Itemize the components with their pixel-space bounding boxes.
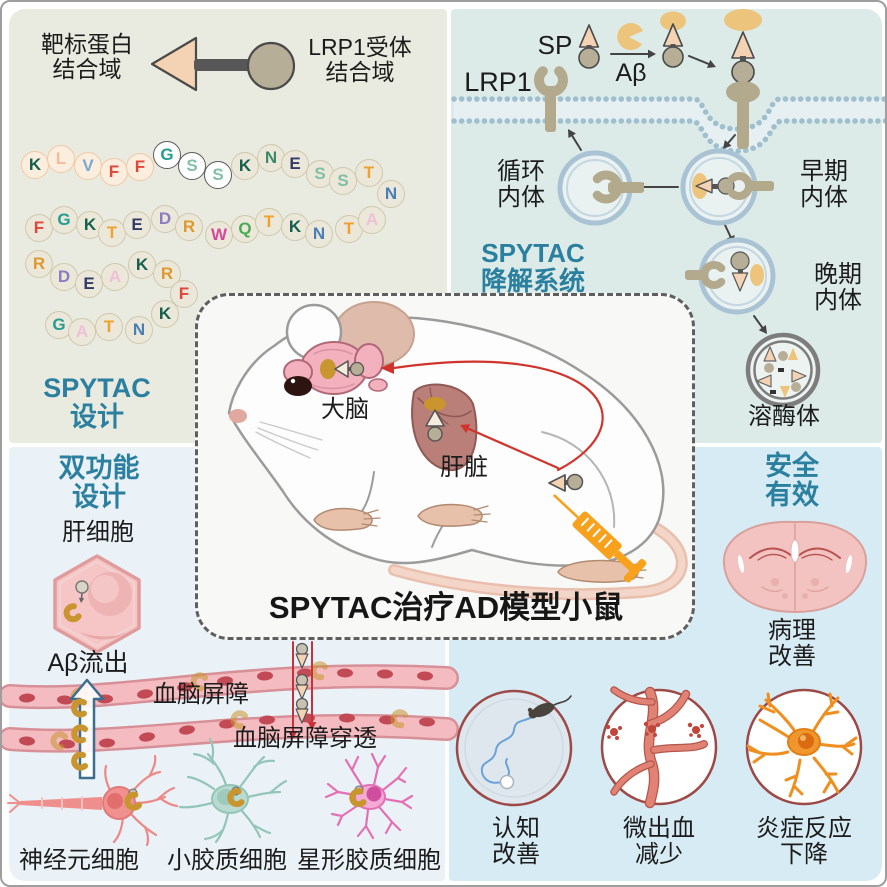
abeta-label: Aβ bbox=[615, 59, 647, 87]
peptide-bead-T: T bbox=[98, 219, 126, 247]
peptide-bead-F: F bbox=[25, 214, 53, 242]
peptide-bead-K: K bbox=[21, 151, 49, 179]
peptide-bead-G: G bbox=[153, 141, 181, 169]
peptide-bead-Q: Q bbox=[231, 215, 259, 243]
lrp1-receptor-label: LRP1 bbox=[464, 67, 532, 97]
early-endosome-label: 早期 内体 bbox=[800, 158, 848, 212]
microglia-label: 小胶质细胞 bbox=[167, 847, 287, 874]
peptide-bead-K: K bbox=[128, 251, 156, 279]
abeta-efflux-label: Aβ流出 bbox=[47, 649, 129, 677]
peptide-bead-S: S bbox=[178, 152, 206, 180]
recycling-endosome-label: 循环 内体 bbox=[497, 158, 545, 212]
peptide-bead-A: A bbox=[101, 263, 129, 291]
liver-label: 肝脏 bbox=[440, 454, 488, 481]
pathology-improvement-label: 病理 改善 bbox=[768, 617, 816, 671]
peptide-bead-W: W bbox=[205, 221, 233, 249]
peptide-bead-E: E bbox=[75, 270, 103, 298]
heading-dual-function: 双功能 设计 bbox=[58, 453, 140, 513]
peptide-bead-R: R bbox=[25, 250, 53, 278]
astrocyte-label: 星形胶质细胞 bbox=[297, 847, 441, 874]
peptide-bead-T: T bbox=[255, 208, 283, 236]
peptide-bead-S: S bbox=[204, 161, 232, 189]
peptide-bead-N: N bbox=[305, 220, 333, 248]
heading-degradation-system: SPYTAC 降解系统 bbox=[480, 238, 586, 297]
peptide-bead-R: R bbox=[175, 213, 203, 241]
lysosome-label: 溶酶体 bbox=[748, 403, 820, 430]
peptide-bead-T: T bbox=[95, 313, 123, 341]
peptide-bead-D: D bbox=[151, 205, 179, 233]
late-endosome-label: 晚期 内体 bbox=[814, 261, 862, 315]
peptide-bead-N: N bbox=[125, 316, 153, 344]
peptide-bead-S: S bbox=[329, 167, 357, 195]
bbb-penetration-label: 血脑屏障穿透 bbox=[233, 725, 377, 752]
microbleed-reduction-label: 微出血 减少 bbox=[623, 815, 695, 869]
peptide-bead-K: K bbox=[151, 300, 179, 328]
peptide-bead-E: E bbox=[123, 211, 151, 239]
peptide-bead-F: F bbox=[126, 153, 154, 181]
peptide-bead-L: L bbox=[47, 145, 75, 173]
inflammation-decrease-label: 炎症反应 下降 bbox=[756, 815, 852, 869]
main-title: SPYTAC治疗AD模型小鼠 bbox=[268, 590, 624, 625]
brain-label: 大脑 bbox=[321, 396, 369, 423]
peptide-bead-D: D bbox=[50, 263, 78, 291]
lrp1-binding-domain-label: LRP1受体 结合域 bbox=[308, 34, 412, 86]
peptide-bead-V: V bbox=[74, 152, 102, 180]
neuron-label: 神经元细胞 bbox=[19, 847, 139, 874]
peptide-bead-K: K bbox=[231, 152, 259, 180]
bbb-label: 血脑屏障 bbox=[153, 681, 249, 708]
peptide-bead-A: A bbox=[68, 318, 96, 346]
peptide-bead-A: A bbox=[358, 206, 386, 234]
peptide-bead-N: N bbox=[377, 180, 405, 208]
peptide-bead-F: F bbox=[100, 158, 128, 186]
sp-label: SP bbox=[537, 30, 573, 60]
heading-spytac-design: SPYTAC 设计 bbox=[43, 373, 151, 433]
target-binding-domain-label: 靶标蛋白 结合域 bbox=[41, 31, 133, 83]
peptide-bead-E: E bbox=[281, 150, 309, 178]
peptide-bead-G: G bbox=[50, 206, 78, 234]
heading-safe-effective: 安全 有效 bbox=[765, 451, 819, 511]
peptide-bead-K: K bbox=[281, 213, 309, 241]
peptide-bead-T: T bbox=[355, 159, 383, 187]
cognition-improvement-label: 认知 改善 bbox=[492, 815, 540, 869]
hepatocyte-label: 肝细胞 bbox=[62, 519, 134, 546]
